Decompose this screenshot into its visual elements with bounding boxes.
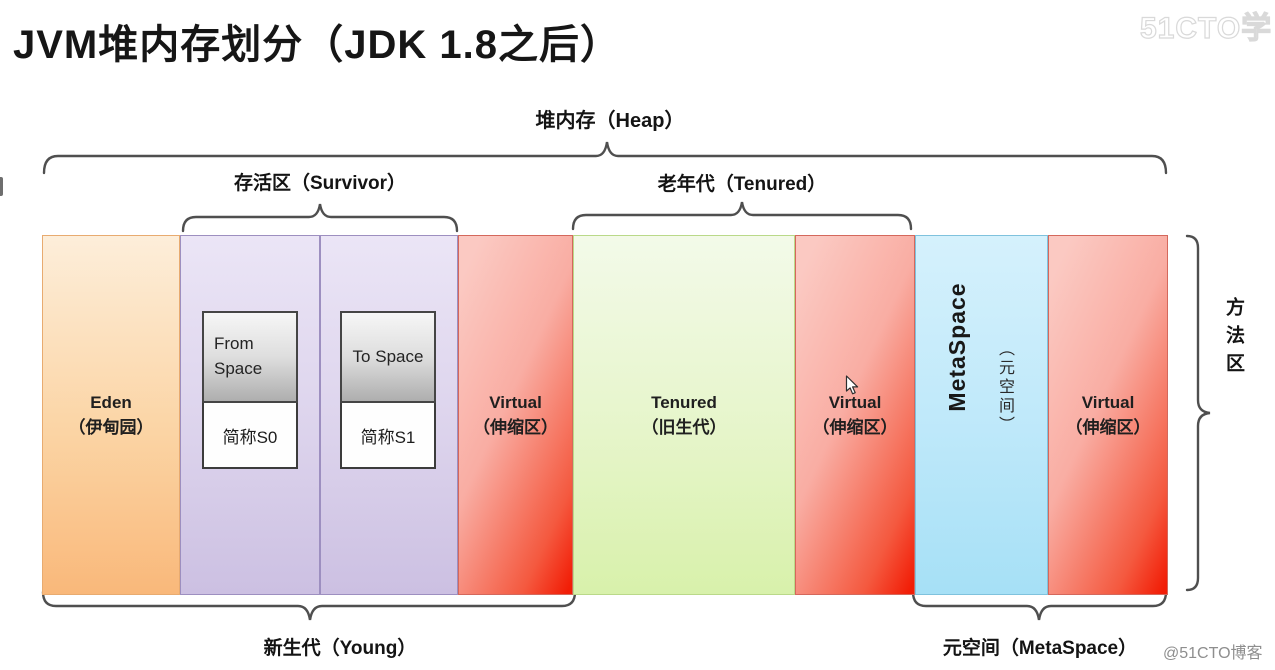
survivor-label: 存活区（Survivor） (233, 173, 407, 194)
region-metaspace: MetaSpace （元空间） (915, 235, 1048, 595)
left-edge-artifact (0, 177, 3, 196)
tenured-title: Tenured (651, 392, 717, 412)
virtual-subtitle: （伸缩区） (1065, 418, 1151, 437)
young-gen-label: 新生代（Young） (263, 638, 417, 659)
page-title: JVM堆内存划分（JDK 1.8之后） (13, 23, 621, 67)
region-virtual-young: Virtual （伸缩区） (458, 235, 573, 595)
region-tenured: Tenured （旧生代） (573, 235, 795, 595)
tenured-gen-label: 老年代（Tenured） (657, 174, 827, 195)
from-space-box: From Space 简称S0 (202, 311, 298, 469)
young-brace (41, 590, 577, 621)
virtual-subtitle: （伸缩区） (473, 418, 558, 437)
from-space-label: From Space (202, 311, 298, 403)
virtual-title: Virtual (489, 392, 542, 412)
virtual-title: Virtual (828, 392, 882, 412)
region-virtual-tenured: Virtual （伸缩区） (795, 235, 915, 595)
watermark-51cto-blog: @51CTO博客 (1163, 645, 1263, 662)
tenured-brace (571, 201, 913, 231)
metaspace-subtitle: （元空间） (996, 339, 1013, 435)
region-virtual-metaspace: Virtual （伸缩区） (1048, 235, 1168, 595)
to-space-label: To Space (340, 311, 436, 403)
tenured-subtitle: （旧生代） (641, 418, 727, 437)
eden-subtitle: （伊甸园） (68, 418, 154, 437)
metaspace-title: MetaSpace (944, 282, 970, 412)
survivor-brace (181, 203, 459, 233)
watermark-51cto-logo: 51CTO学 (1139, 11, 1273, 45)
metaspace-bottom-label: 元空间（MetaSpace） (942, 638, 1138, 659)
s0-caption: 简称S0 (202, 403, 298, 469)
method-area-brace (1185, 234, 1211, 592)
s1-caption: 简称S1 (340, 403, 436, 469)
virtual-title: Virtual (1081, 392, 1135, 412)
eden-title: Eden (90, 392, 132, 412)
to-space-box: To Space 简称S1 (340, 311, 436, 469)
metaspace-brace (911, 590, 1168, 621)
virtual-subtitle: （伸缩区） (812, 418, 898, 437)
method-area-label: 方法区 (1223, 297, 1244, 381)
heap-label: 堆内存（Heap） (535, 110, 685, 132)
region-eden: Eden （伊甸园） (42, 235, 180, 595)
mouse-cursor-icon (845, 375, 859, 395)
